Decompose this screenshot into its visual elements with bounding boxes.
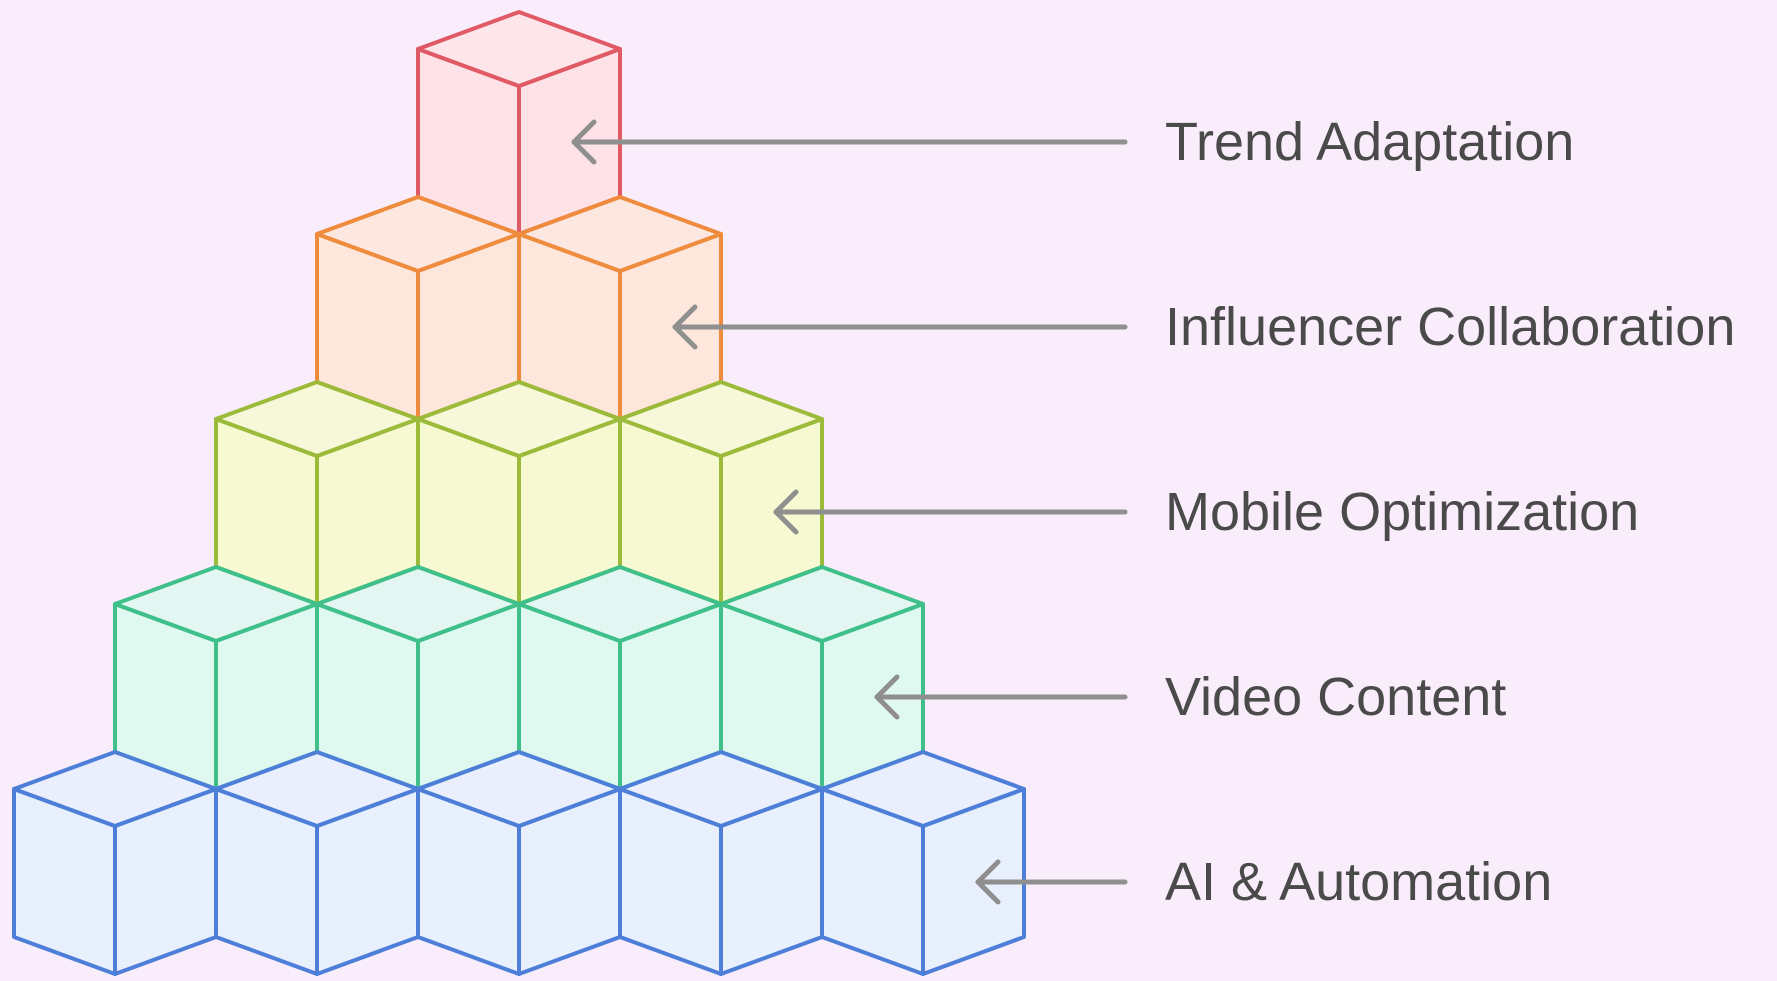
- cube-video-content-3: [517, 565, 723, 791]
- cube-mobile-optimization-1: [214, 380, 420, 606]
- cube-top-face: [820, 750, 1026, 828]
- label-trend-adaptation: Trend Adaptation: [1165, 112, 1574, 172]
- label-influencer-collaboration: Influencer Collaboration: [1165, 297, 1735, 357]
- arrow-influencer-collaboration: [672, 304, 1128, 350]
- cube-top-face: [618, 380, 824, 458]
- cube-ai-and-automation-4: [618, 750, 824, 976]
- cube-video-content-2: [315, 565, 521, 791]
- arrow-mobile-optimization: [773, 489, 1128, 535]
- label-video-content: Video Content: [1165, 667, 1506, 727]
- cube-top-face: [416, 750, 622, 828]
- cube-top-face: [517, 565, 723, 643]
- arrow-video-content: [874, 674, 1128, 720]
- cube-mobile-optimization-2: [416, 380, 622, 606]
- cube-top-face: [719, 565, 925, 643]
- cube-video-content-1: [113, 565, 319, 791]
- cube-influencer-collaboration-2: [517, 195, 723, 421]
- cube-influencer-collaboration-1: [315, 195, 521, 421]
- cube-top-face: [416, 10, 622, 88]
- cube-top-face: [214, 380, 420, 458]
- cube-top-face: [315, 565, 521, 643]
- cube-top-face: [618, 750, 824, 828]
- cube-trend-adaptation-1: [416, 10, 622, 236]
- label-ai-and-automation: AI & Automation: [1165, 852, 1552, 912]
- arrow-ai-and-automation: [975, 859, 1128, 905]
- cube-ai-and-automation-5: [820, 750, 1026, 976]
- cube-top-face: [12, 750, 218, 828]
- cube-top-face: [416, 380, 622, 458]
- cube-top-face: [315, 195, 521, 273]
- cube-ai-and-automation-2: [214, 750, 420, 976]
- cube-ai-and-automation-1: [12, 750, 218, 976]
- arrow-trend-adaptation: [571, 119, 1128, 165]
- label-mobile-optimization: Mobile Optimization: [1165, 482, 1639, 542]
- cube-ai-and-automation-3: [416, 750, 622, 976]
- cube-top-face: [214, 750, 420, 828]
- cube-top-face: [517, 195, 723, 273]
- cube-top-face: [113, 565, 319, 643]
